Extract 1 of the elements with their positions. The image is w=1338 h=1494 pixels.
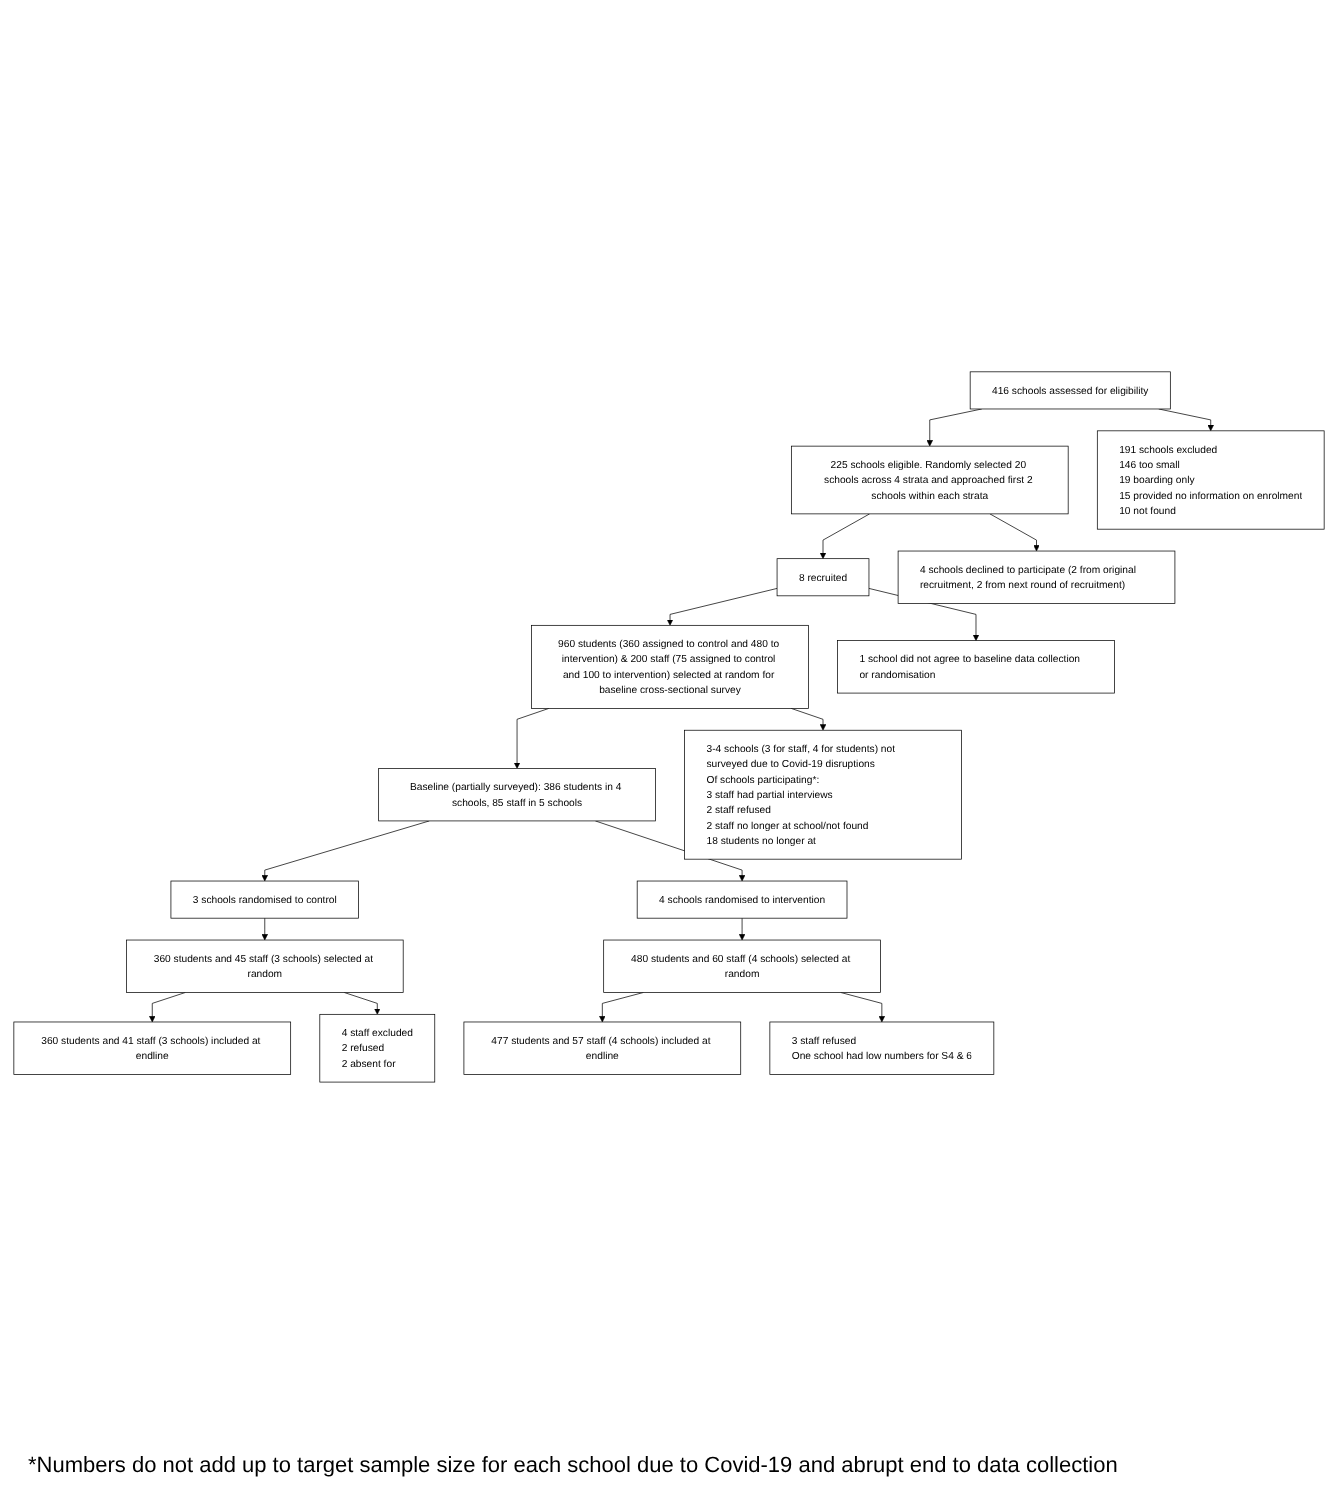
footnote: *Numbers do not add up to target sample size for each school due to Covid-19 and abrupt end to data collection [26, 1452, 1120, 1482]
